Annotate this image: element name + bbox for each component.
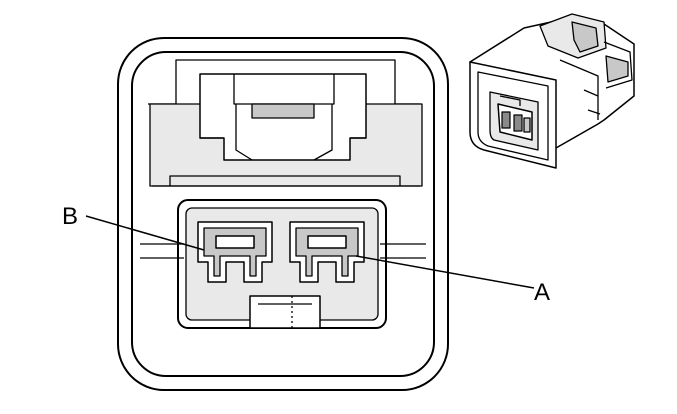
housing-inner-rim xyxy=(131,51,435,377)
callout-b-leader xyxy=(85,215,205,251)
terminal-b xyxy=(197,221,273,283)
callout-a-leader xyxy=(355,255,535,289)
callout-b-label: B xyxy=(62,203,78,230)
locking-latch xyxy=(148,59,423,187)
polarization-key xyxy=(249,295,321,329)
connector-face xyxy=(117,37,449,391)
callout-a-label: A xyxy=(534,279,550,306)
connector-isometric-view xyxy=(469,13,635,169)
housing-outer-shell xyxy=(117,37,449,391)
terminal-a xyxy=(289,221,365,283)
